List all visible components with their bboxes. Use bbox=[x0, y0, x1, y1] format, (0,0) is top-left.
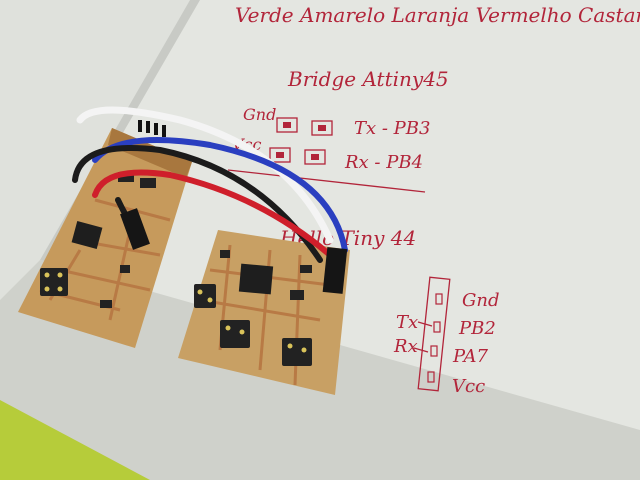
handwritten-gnd-label: Gnd bbox=[243, 105, 276, 124]
pin-pad-icon bbox=[311, 154, 319, 160]
wire-connector-icon bbox=[322, 247, 348, 294]
header-pin-pb2: PB2 bbox=[458, 318, 496, 339]
header-pin-gnd: Gnd bbox=[462, 290, 500, 311]
handwritten-color-list: Verde Amarelo Laranja Vermelho Castanho bbox=[235, 3, 640, 27]
header-outline bbox=[417, 276, 451, 392]
hello-right-header-icon bbox=[282, 338, 312, 366]
handwritten-tx-pb3: Tx - PB3 bbox=[354, 118, 430, 139]
header-pin-tx: Tx bbox=[396, 312, 418, 333]
tx-arrow-line bbox=[417, 321, 433, 327]
wire-connector-icon bbox=[120, 208, 150, 250]
pin-pad-icon bbox=[283, 122, 291, 128]
pin-pad-icon bbox=[318, 125, 326, 131]
pin-box-icon bbox=[269, 147, 291, 163]
header-pin-rx: Rx bbox=[393, 336, 418, 357]
hello-chip-icon bbox=[238, 263, 274, 295]
header-pin-icon bbox=[433, 321, 441, 333]
hello-board bbox=[178, 230, 350, 395]
green-floor bbox=[0, 400, 150, 480]
bridge-pin-header-icon bbox=[40, 268, 68, 296]
hello-bottom-header-icon bbox=[220, 320, 250, 348]
header-pin-icon bbox=[435, 293, 443, 305]
header-pin-icon bbox=[427, 371, 435, 383]
divider-line bbox=[227, 169, 426, 193]
pin-box-icon bbox=[276, 117, 298, 133]
pin-box-icon bbox=[311, 120, 333, 136]
pin-pad-icon bbox=[276, 152, 284, 158]
rx-arrow-line bbox=[413, 347, 429, 353]
handwritten-bridge-title: Bridge Attiny45 bbox=[287, 67, 449, 91]
pin-box-icon bbox=[304, 149, 326, 165]
bridge-chip-icon bbox=[71, 221, 103, 249]
header-pin-pa7: PA7 bbox=[452, 346, 488, 367]
header-pin-icon bbox=[430, 345, 438, 357]
header-pin-vcc: Vcc bbox=[452, 376, 485, 397]
handwritten-rx-pb4: Rx - PB4 bbox=[344, 152, 423, 173]
hello-left-header-icon bbox=[194, 284, 216, 308]
notebook-left-page bbox=[0, 0, 190, 300]
